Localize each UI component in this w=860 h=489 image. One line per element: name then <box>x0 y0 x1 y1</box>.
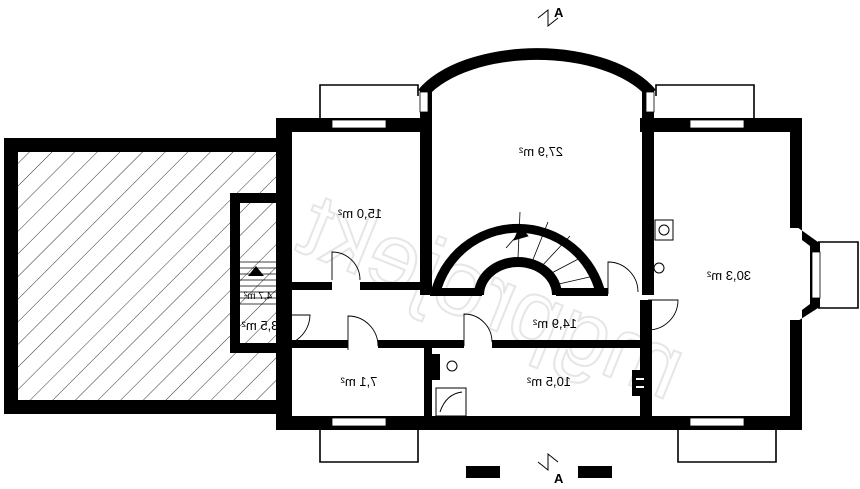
svg-text:A: A <box>554 5 564 20</box>
shelving <box>432 354 644 396</box>
area-label-30-3: 30,3 m² <box>706 268 751 283</box>
area-label-14-9: 14,9 m² <box>532 316 577 331</box>
area-label-27-9: 27,9 m² <box>518 144 563 159</box>
area-label-3-5: 3,5 m² <box>241 318 279 333</box>
area-label-4-7: 4,7 m² <box>243 291 272 302</box>
spiral-stair <box>505 211 595 287</box>
room-labels: 27,9 m² 15,0 m² 30,3 m² 14,9 m² 10,5 m² … <box>241 144 751 389</box>
apse-walls <box>418 48 656 295</box>
exterior-walls <box>276 118 820 430</box>
section-marker-bottom: A <box>466 452 612 486</box>
window-frames <box>331 91 821 427</box>
stair-room-walls <box>230 193 280 353</box>
section-marker-top: A <box>537 5 564 28</box>
bath-fixtures <box>435 219 674 417</box>
area-label-10-5: 10,5 m² <box>526 374 571 389</box>
area-label-7-1: 7,1 m² <box>340 374 378 389</box>
svg-text:A: A <box>554 471 564 486</box>
window-bays <box>319 84 859 463</box>
area-label-15-0: 15,0 m² <box>337 206 382 221</box>
doors <box>277 251 679 350</box>
interior-walls <box>292 223 652 422</box>
